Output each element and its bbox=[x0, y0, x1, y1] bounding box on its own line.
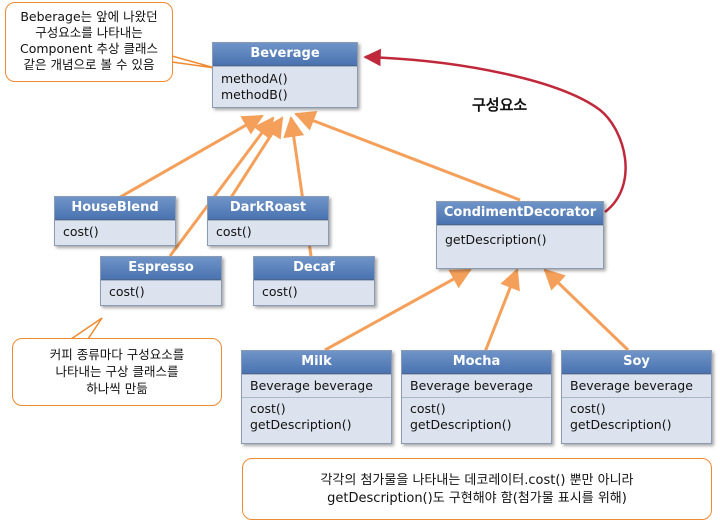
inheritance-arrows bbox=[114, 110, 630, 353]
methods-section: cost() bbox=[101, 280, 221, 303]
methods-section: cost() getDescription() bbox=[402, 397, 551, 436]
note-left-line: 하나씩 만듦 bbox=[86, 381, 148, 396]
class-beverage: Beverage methodA() methodB() bbox=[212, 42, 358, 108]
note-left-line: 커피 종류마다 구성요소를 bbox=[49, 347, 185, 362]
fields-section: Beverage beverage bbox=[402, 374, 551, 397]
methods-section: methodA() methodB() bbox=[213, 66, 357, 106]
class-name: DarkRoast bbox=[208, 197, 328, 220]
method: methodB() bbox=[221, 87, 288, 102]
class-name: CondimentDecorator bbox=[437, 202, 603, 225]
method: cost() bbox=[250, 401, 286, 416]
note-top-pointer bbox=[171, 55, 216, 69]
method: getDescription() bbox=[570, 417, 672, 432]
class-mocha: Mocha Beverage beverage cost() getDescri… bbox=[401, 350, 552, 444]
field: Beverage beverage bbox=[570, 378, 693, 393]
method: getDescription() bbox=[410, 417, 512, 432]
method: cost() bbox=[216, 224, 252, 239]
note-top: Beberage는 앞에 나왔던 구성요소를 나타내는 Component 추상… bbox=[5, 2, 173, 82]
methods-section: cost() bbox=[55, 220, 175, 243]
note-top-line: Beberage는 앞에 나왔던 bbox=[20, 9, 158, 24]
class-decaf: Decaf cost() bbox=[253, 256, 375, 306]
method: methodA() bbox=[221, 71, 288, 86]
method: getDescription() bbox=[250, 417, 352, 432]
class-espresso: Espresso cost() bbox=[100, 256, 222, 306]
method: cost() bbox=[410, 401, 446, 416]
class-name: Mocha bbox=[402, 351, 551, 374]
class-condimentdecorator: CondimentDecorator getDescription() bbox=[436, 201, 604, 269]
note-bottom: 각각의 첨가물을 나타내는 데코레이터.cost() 뿐만 아니라 getDes… bbox=[242, 458, 712, 520]
class-darkroast: DarkRoast cost() bbox=[207, 196, 329, 246]
note-bottom-line: getDescription()도 구현해야 함(첨가물 표시를 위해) bbox=[327, 491, 627, 506]
methods-section: cost() getDescription() bbox=[242, 397, 391, 436]
method: cost() bbox=[570, 401, 606, 416]
class-name: Milk bbox=[242, 351, 391, 374]
methods-section: cost() bbox=[254, 280, 374, 303]
class-name: Beverage bbox=[213, 43, 357, 66]
class-milk: Milk Beverage beverage cost() getDescrip… bbox=[241, 350, 392, 444]
note-top-line: Component 추상 클래스 bbox=[19, 41, 159, 56]
class-houseblend: HouseBlend cost() bbox=[54, 196, 176, 246]
note-top-line: 같은 개념으로 볼 수 있음 bbox=[23, 57, 155, 72]
class-name: Decaf bbox=[254, 257, 374, 280]
note-left: 커피 종류마다 구성요소를 나타내는 구상 클래스를 하나씩 만듦 bbox=[12, 338, 222, 406]
class-soy: Soy Beverage beverage cost() getDescript… bbox=[561, 350, 712, 444]
method: cost() bbox=[63, 224, 99, 239]
component-arrow bbox=[363, 48, 627, 213]
component-label: 구성요소 bbox=[472, 96, 528, 114]
fields-section: Beverage beverage bbox=[562, 374, 711, 397]
method: cost() bbox=[262, 284, 298, 299]
class-name: Espresso bbox=[101, 257, 221, 280]
method: cost() bbox=[109, 284, 145, 299]
methods-section: cost() bbox=[208, 220, 328, 243]
methods-section: getDescription() bbox=[437, 225, 603, 251]
note-bottom-line: 각각의 첨가물을 나타내는 데코레이터.cost() 뿐만 아니라 bbox=[320, 473, 634, 488]
class-name: HouseBlend bbox=[55, 197, 175, 220]
field: Beverage beverage bbox=[250, 378, 373, 393]
methods-section: cost() getDescription() bbox=[562, 397, 711, 436]
class-name: Soy bbox=[562, 351, 711, 374]
note-left-line: 나타내는 구상 클래스를 bbox=[55, 364, 179, 379]
method: getDescription() bbox=[445, 232, 547, 247]
note-top-line: 구성요소를 나타내는 bbox=[35, 25, 143, 40]
field: Beverage beverage bbox=[410, 378, 533, 393]
fields-section: Beverage beverage bbox=[242, 374, 391, 397]
